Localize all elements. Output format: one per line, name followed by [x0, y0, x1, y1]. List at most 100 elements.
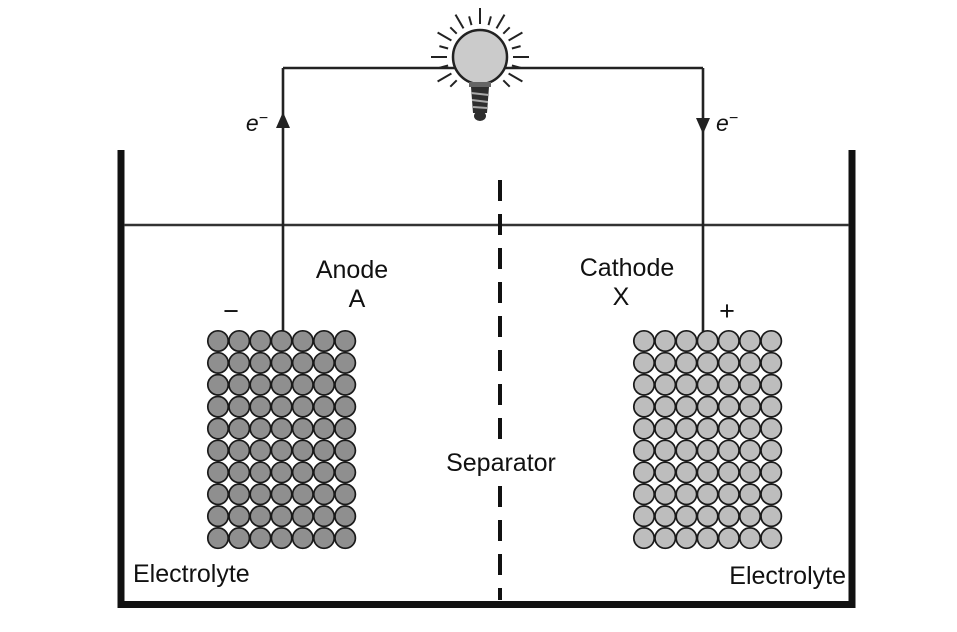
bulb-ray [439, 64, 449, 69]
electrode-particle [738, 461, 762, 484]
electrode-particle [291, 483, 314, 506]
electrode-particle [675, 373, 698, 396]
electrode-particle [738, 505, 762, 528]
electrode-particle [760, 527, 783, 550]
bulb-ray [449, 79, 458, 88]
electrode-particle [291, 351, 314, 374]
electrode-particle [717, 417, 740, 440]
anode-terminal-sign: − [223, 296, 239, 326]
electrode-particle [760, 439, 783, 462]
electrode-particle [228, 439, 251, 462]
electrode-particle [334, 417, 357, 440]
electrode-particle [270, 417, 293, 440]
cathode-label: Cathode [580, 254, 675, 282]
electrode-particle [717, 505, 740, 528]
cathode-symbol: X [613, 283, 630, 311]
tank-wall [117, 150, 856, 608]
electrode-particle [228, 373, 251, 396]
electrode-particle [675, 439, 698, 462]
electrode-particle [312, 505, 336, 528]
electrode-particle [206, 329, 230, 353]
electrode-particle [654, 439, 677, 462]
anode-electrode [206, 329, 357, 550]
electrode-particle [249, 461, 272, 484]
electrode-particle [291, 417, 314, 440]
electrode-particle [654, 395, 677, 418]
electrode-particle [654, 527, 677, 550]
electrode-particle [675, 417, 698, 440]
electrode-particle [717, 439, 740, 462]
electrode-particle [312, 395, 336, 418]
electrode-particle [760, 483, 783, 506]
electron-label-left: e− [246, 110, 268, 136]
electrode-particle [696, 373, 719, 396]
electrode-particle [228, 483, 251, 506]
electrode-particle [334, 483, 357, 506]
electrode-particle [632, 417, 656, 440]
electrode-particle [249, 483, 272, 506]
electrode-particle [334, 373, 357, 396]
electrode-particle [696, 461, 719, 484]
electrode-particle [334, 329, 357, 353]
electrode-particle [675, 395, 698, 418]
electrode-particle [738, 527, 762, 550]
electrode-particle [312, 351, 336, 374]
electrode-particle [632, 461, 656, 484]
electrode-particle [760, 373, 783, 396]
bulb-ray [508, 72, 523, 83]
electrode-particle [312, 417, 336, 440]
electrode-particle [632, 483, 656, 506]
electrode-particle [738, 351, 762, 374]
electrode-particle [270, 329, 293, 353]
electrode-particle [675, 461, 698, 484]
electrode-particle [675, 351, 698, 374]
electrode-particle [249, 351, 272, 374]
electrode-particle [696, 439, 719, 462]
bulb-ray [439, 45, 449, 50]
electrode-particle [228, 461, 251, 484]
electrode-particle [696, 395, 719, 418]
electrode-particle [632, 439, 656, 462]
light-bulb-icon [431, 8, 529, 121]
electron-label-right: e− [716, 110, 738, 136]
anode-label: Anode [316, 256, 388, 284]
electrode-particle [632, 505, 656, 528]
electrode-particle [696, 351, 719, 374]
electrode-particle [654, 329, 677, 353]
electrode-particle [760, 351, 783, 374]
electrode-particle [270, 505, 293, 528]
electrode-particle [249, 329, 272, 353]
electrode-particle [654, 351, 677, 374]
electrode-particle [206, 439, 230, 462]
bulb-ray [468, 16, 473, 26]
bulb-ray [487, 16, 492, 26]
electrode-particle [291, 527, 314, 550]
electrode-particle [738, 483, 762, 506]
electrode-particle [334, 505, 357, 528]
electrode-particle [228, 527, 251, 550]
electrode-particle [206, 461, 230, 484]
electrode-particle [270, 351, 293, 374]
electrode-particle [696, 417, 719, 440]
electrode-particle [249, 417, 272, 440]
electrode-particle [717, 483, 740, 506]
electrode-particle [206, 373, 230, 396]
electrode-particle [270, 395, 293, 418]
electrode-particle [717, 373, 740, 396]
electrode-particle [760, 329, 783, 353]
electrode-particle [738, 395, 762, 418]
electrode-particle [249, 395, 272, 418]
electrode-particle [334, 351, 357, 374]
electrode-particle [696, 483, 719, 506]
electrode-particle [270, 461, 293, 484]
electrode-particle [654, 505, 677, 528]
bulb-ray [454, 14, 465, 29]
electrode-particle [717, 329, 740, 353]
electrode-particle [206, 505, 230, 528]
electrode-particle [654, 483, 677, 506]
electrode-particle [228, 395, 251, 418]
electrode-particle [228, 505, 251, 528]
electrode-particle [206, 417, 230, 440]
bulb-ray [508, 31, 523, 42]
